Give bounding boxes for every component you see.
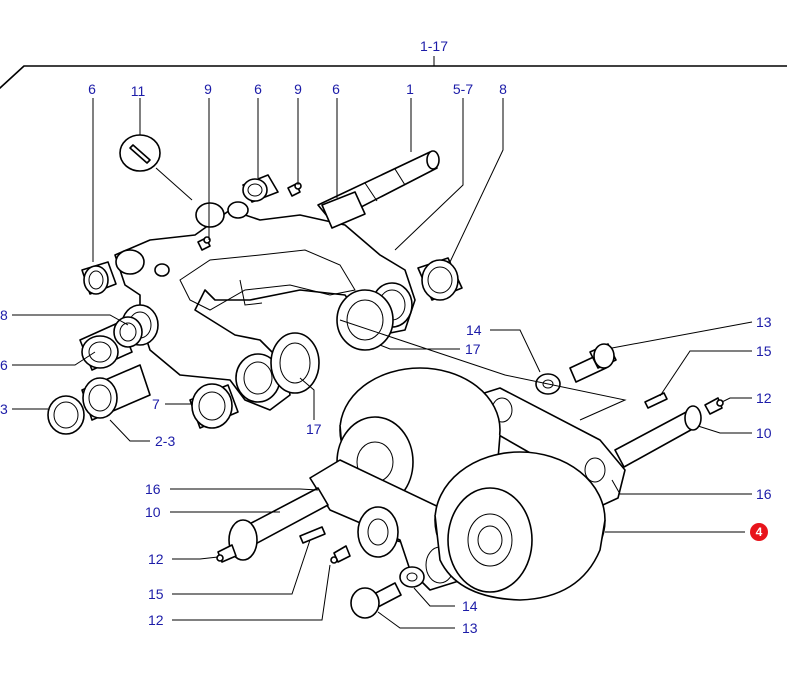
roller-assembly <box>309 367 626 601</box>
callout-8: 8 <box>499 81 507 97</box>
dowel-pins <box>299 392 668 544</box>
callout-3: 3 <box>0 401 8 417</box>
callout-6: 6 <box>88 81 96 97</box>
callout-labels: 6 11 9 6 9 6 1 5-7 8 8 6 3 2-3 7 17 17 1… <box>0 81 772 636</box>
callout-12: 12 <box>148 551 164 567</box>
callout-6: 6 <box>0 357 8 373</box>
bolt-lower <box>350 566 425 619</box>
callout-12: 12 <box>148 612 164 628</box>
callout-15: 15 <box>148 586 164 602</box>
bushings <box>47 174 463 435</box>
callout-14: 14 <box>462 598 478 614</box>
callout-13: 13 <box>756 314 772 330</box>
group-bracket: 1-17 <box>0 38 787 89</box>
callout-5-7: 5-7 <box>453 81 473 97</box>
callout-13: 13 <box>462 620 478 636</box>
callout-10: 10 <box>756 425 772 441</box>
axle-pin-right <box>614 397 724 468</box>
callout-10: 10 <box>145 504 161 520</box>
leader-lines <box>12 98 753 629</box>
group-label: 1-17 <box>420 38 448 54</box>
thrust-rings <box>270 289 394 394</box>
callout-9: 9 <box>204 81 212 97</box>
badge-circle <box>750 523 768 541</box>
callout-12: 12 <box>756 390 772 406</box>
grease-nipples-upper <box>197 182 302 251</box>
callout-17: 17 <box>465 341 481 357</box>
callout-14: 14 <box>466 322 482 338</box>
callout-9: 9 <box>294 81 302 97</box>
callout-8: 8 <box>0 307 8 323</box>
callout-7: 7 <box>152 396 160 412</box>
callout-6: 6 <box>332 81 340 97</box>
axle-pin-left <box>216 487 329 563</box>
callout-16: 16 <box>756 486 772 502</box>
highlighted-part-badge[interactable]: 4 <box>750 523 768 541</box>
callout-17: 17 <box>306 421 322 437</box>
callout-16: 16 <box>145 481 161 497</box>
callout-1: 1 <box>406 81 414 97</box>
badge-label: 4 <box>756 525 763 539</box>
callout-15: 15 <box>756 343 772 359</box>
pin-detail-callout <box>119 134 193 201</box>
callout-11: 11 <box>131 83 146 99</box>
callout-2-3: 2-3 <box>155 433 175 449</box>
rocker-arm-assembly <box>114 201 416 411</box>
callout-6: 6 <box>254 81 262 97</box>
bolt-upper <box>535 343 617 395</box>
grease-nipple-center <box>330 545 351 564</box>
